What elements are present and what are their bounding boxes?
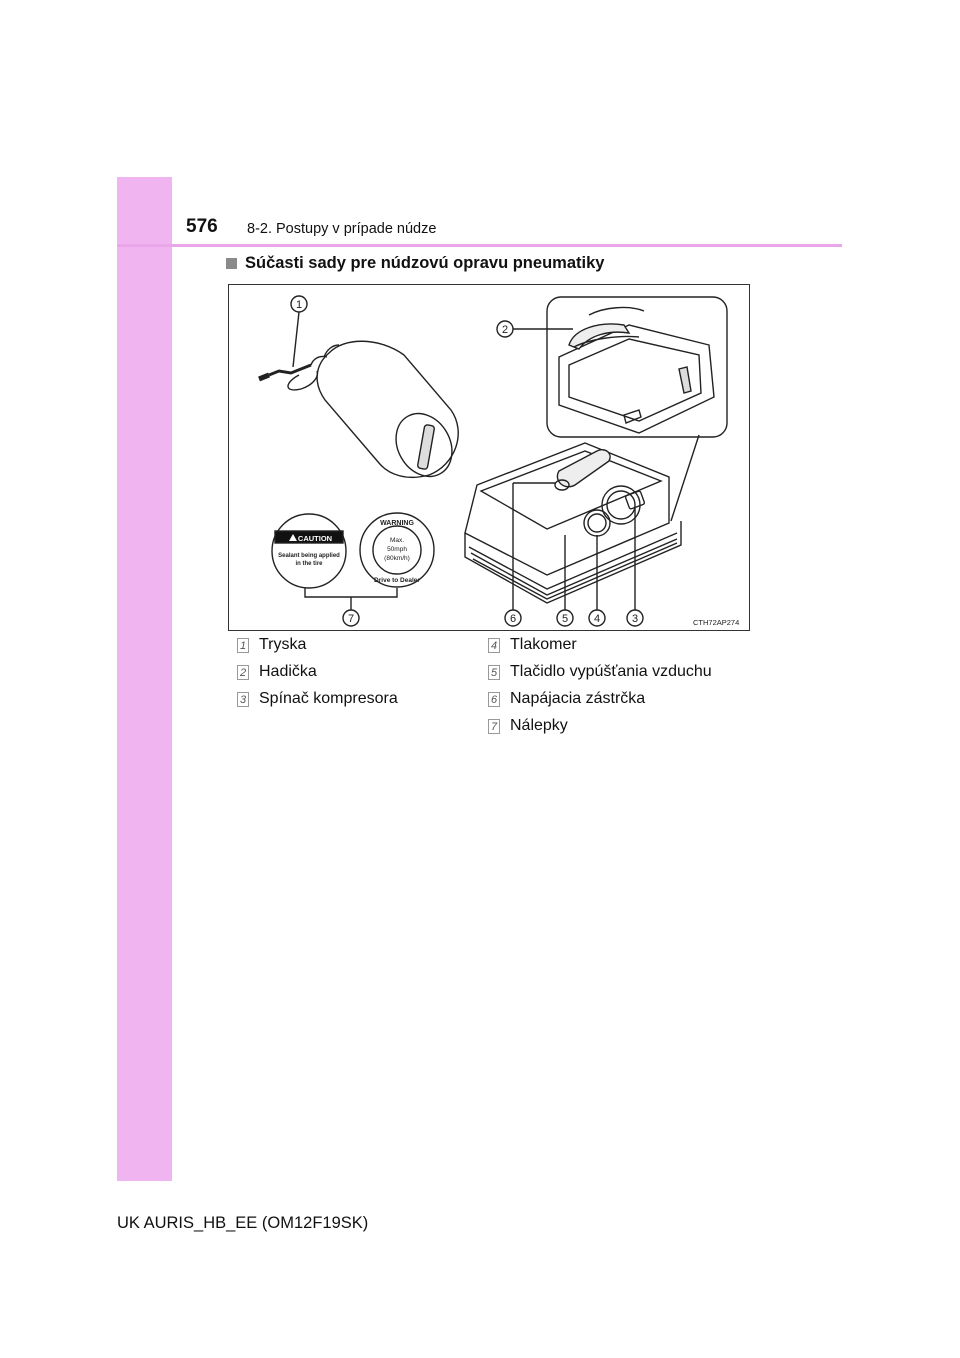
callout-5: 5 xyxy=(562,613,568,625)
legend-label: Tlačidlo vypúšťania vzduchu xyxy=(510,663,712,680)
hose-inset xyxy=(546,296,728,438)
warning-bottom: Drive to Dealer xyxy=(374,577,420,584)
caution-line1: Sealant being applied xyxy=(278,553,340,559)
legend-number: 2 xyxy=(237,664,249,680)
section-header: 8-2. Postupy v prípade núdze xyxy=(247,221,437,237)
legend-item: 3 Spínač kompresora xyxy=(237,690,398,708)
legend-number: 5 xyxy=(488,664,500,680)
caution-title: CAUTION xyxy=(298,534,332,543)
footer-model-code: UK AURIS_HB_EE (OM12F19SK) xyxy=(117,1214,369,1232)
legend-label: Napájacia zástrčka xyxy=(510,690,646,707)
warning-title: WARNING xyxy=(380,520,414,527)
legend-item: 6 Napájacia zástrčka xyxy=(488,690,645,708)
side-tab-band xyxy=(117,177,172,1181)
legend-item: 2 Hadička xyxy=(237,663,317,681)
legend-label: Hadička xyxy=(259,663,317,680)
sealant-bottle xyxy=(258,340,459,479)
legend-number: 6 xyxy=(488,691,500,707)
caution-line2: in the tire xyxy=(295,561,323,567)
callout-7: 7 xyxy=(348,613,354,625)
section-heading: Súčasti sady pre núdzovú opravu pneumati… xyxy=(226,254,604,273)
figure-code: CTH72AP274 xyxy=(693,618,739,627)
legend-number: 7 xyxy=(488,718,500,734)
warning-line1: Max. xyxy=(390,537,404,544)
warning-sticker xyxy=(359,512,435,588)
legend-label: Tryska xyxy=(259,636,307,653)
repair-kit-illustration: 1 2 3 4 5 6 7 CAUTION Sealant being appl… xyxy=(228,284,750,631)
callout-4: 4 xyxy=(594,613,600,625)
legend-label: Nálepky xyxy=(510,717,568,734)
callout-2: 2 xyxy=(502,324,508,336)
legend-item: 7 Nálepky xyxy=(488,717,568,735)
legend-item: 1 Tryska xyxy=(237,636,306,654)
legend-number: 4 xyxy=(488,637,500,653)
warning-line2: 50mph xyxy=(387,546,407,553)
legend-number: 1 xyxy=(237,637,249,653)
callout-6: 6 xyxy=(510,613,516,625)
warning-line3: (80km/h) xyxy=(384,555,410,562)
page-number: 576 xyxy=(186,216,218,237)
legend-item: 5 Tlačidlo vypúšťania vzduchu xyxy=(488,663,712,681)
callout-1: 1 xyxy=(296,299,302,311)
legend-item: 4 Tlakomer xyxy=(488,636,577,654)
legend-label: Spínač kompresora xyxy=(259,690,398,707)
heading-text: Súčasti sady pre núdzovú opravu pneumati… xyxy=(245,254,605,272)
square-bullet-icon xyxy=(226,258,237,269)
caution-sticker xyxy=(271,513,347,589)
header-rule xyxy=(117,244,842,247)
legend-label: Tlakomer xyxy=(510,636,577,653)
legend-number: 3 xyxy=(237,691,249,707)
compressor xyxy=(464,442,682,604)
callout-3: 3 xyxy=(632,613,638,625)
illustration-svg: 1 2 3 4 5 6 7 CAUTION Sealant being appl… xyxy=(258,295,739,627)
